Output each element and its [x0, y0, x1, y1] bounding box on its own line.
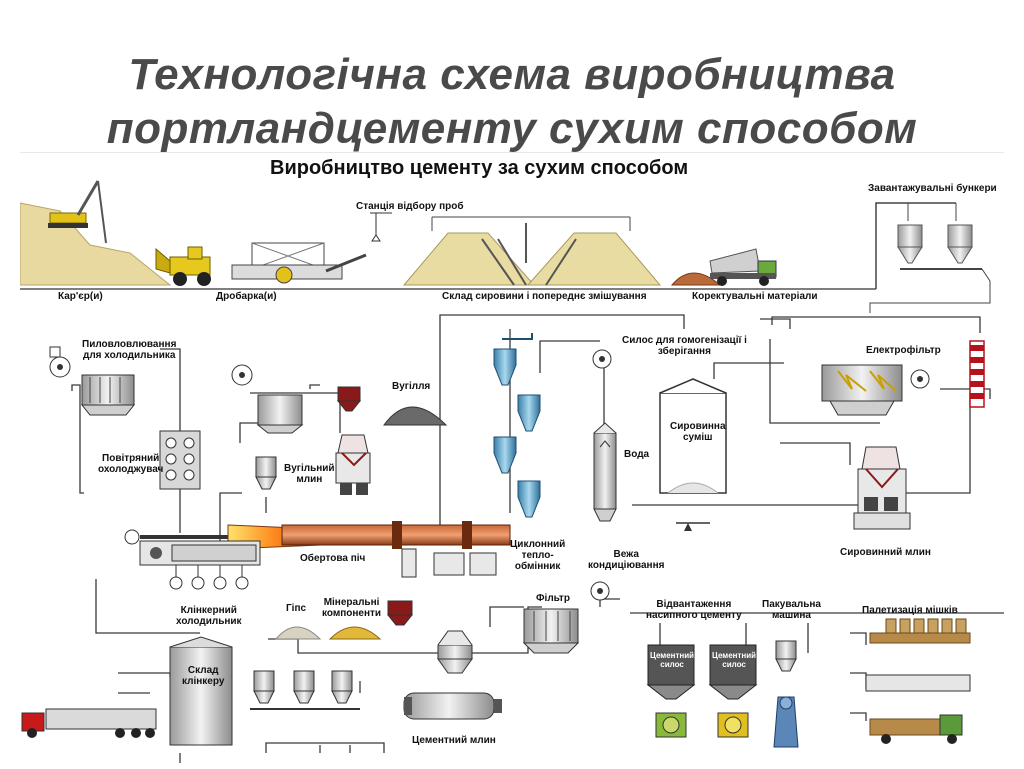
- label-clinker-store-line-1: Склад: [187, 665, 219, 676]
- label-packing-machine: Пакувальна машина: [762, 599, 821, 621]
- slide-title-line-1: Технологічна схема виробництва: [128, 50, 896, 99]
- label-homog-silo-line-1: Силос для гомогенізації і: [622, 335, 747, 346]
- label-cement-mill: Цементний млин: [412, 735, 496, 746]
- label-conditioning-line-1: Вежа: [613, 549, 639, 560]
- label-raw-mill: Сировинний млин: [840, 547, 931, 558]
- label-cement-silo-a-line-1: Цементний: [650, 651, 695, 660]
- conditioning-tower: [592, 349, 617, 522]
- label-cement-silo-a: Цементний силос: [650, 651, 694, 669]
- label-gypsum: Гіпс: [286, 603, 307, 614]
- label-clinker-storage: Склад клінкеру: [182, 665, 224, 687]
- label-packing-line-2: машина: [772, 610, 811, 621]
- label-coal-mill-line-2: млин: [296, 474, 323, 485]
- label-homog-silo-line-2: зберігання: [657, 346, 711, 357]
- label-bulk-shipment: Відвантаження насипного цементу: [646, 599, 742, 621]
- label-conditioning-line-2: кондиціювання: [588, 560, 665, 571]
- label-raw-mix: Сировинна суміш: [670, 421, 726, 443]
- label-dust-capture: Пиловловлювання для холодильника: [82, 339, 176, 361]
- label-rotary-kiln: Обертова піч: [300, 553, 366, 564]
- label-raw-storage: Склад сировини і попереднє змішування: [442, 291, 647, 302]
- slide-title: Технологічна схема виробництва портландц…: [0, 48, 1024, 156]
- quarry-scene: [20, 180, 367, 286]
- raw-storage-scene: [370, 212, 777, 286]
- label-clinker-store-line-2: клінкеру: [182, 676, 225, 687]
- slide-title-line-2: портландцементу сухим способом: [106, 104, 918, 153]
- diagram-title: Виробництво цементу за сухим способом: [270, 157, 689, 179]
- additives-section: [250, 600, 414, 710]
- label-mineral-line-2: компоненти: [322, 608, 382, 619]
- label-clinker-cooler-line-1: Клінкерний: [180, 605, 237, 616]
- label-quarry: Кар'єр(и): [58, 291, 103, 302]
- label-mineral-line-1: Мінеральні: [323, 597, 380, 608]
- label-bulk-ship-line-1: Відвантаження: [656, 599, 732, 610]
- label-cyclone-exchanger: Циклонний тепло- обмінник: [510, 539, 565, 572]
- label-air-cooler-line-1: Повітряний: [102, 453, 160, 464]
- packing-machine: [773, 640, 799, 748]
- label-dust-capture-line-1: Пиловловлювання: [82, 339, 177, 350]
- cyclone-preheater: [493, 333, 541, 518]
- dump-truck-icon: [709, 248, 777, 286]
- label-cement-silo-b: Цементний силос: [712, 651, 756, 669]
- label-cement-silo-a-line-2: силос: [660, 660, 684, 669]
- label-water: Вода: [624, 449, 650, 460]
- label-raw-mix-line-2: суміш: [683, 432, 713, 443]
- palletizing-section: [865, 618, 971, 744]
- label-conditioning-tower: Вежа кондиціювання: [588, 549, 664, 571]
- label-coal-mill-line-1: Вугільний: [284, 463, 335, 474]
- label-clinker-cooler: Клінкерний холодильник: [176, 605, 242, 627]
- process-diagram-graphics: [20, 180, 1004, 763]
- raw-mill: [853, 446, 911, 530]
- raw-mix-silo: [659, 378, 727, 531]
- air-cooler-heat-exchanger: [159, 430, 201, 490]
- label-bulk-ship-line-2: насипного цементу: [646, 610, 742, 621]
- rotary-kiln: [124, 521, 511, 578]
- label-palletizing: Палетизація мішків: [862, 605, 958, 616]
- label-dust-capture-line-2: для холодильника: [82, 350, 176, 361]
- wheel-loader-icon: [155, 246, 211, 286]
- process-diagram: Виробництво цементу за сухим способом Ка…: [20, 152, 1004, 769]
- drill-rig-icon: [48, 180, 107, 244]
- cooler-dust-filter: [49, 346, 136, 416]
- label-packing-line-1: Пакувальна: [762, 599, 821, 610]
- label-coal: Вугілля: [392, 381, 431, 392]
- label-clinker-cooler-line-2: холодильник: [176, 616, 242, 627]
- cement-silos: [646, 644, 758, 738]
- label-raw-mix-line-1: Сировинна: [670, 421, 726, 432]
- pipe-network: [71, 314, 1004, 763]
- label-cement-silo-b-line-2: силос: [722, 660, 746, 669]
- cement-mill-section: [403, 581, 610, 720]
- label-corrective-materials: Коректувальні матеріали: [692, 291, 818, 302]
- clinker-cooler: [139, 540, 261, 590]
- label-homogenization-silo: Силос для гомогенізації і зберігання: [622, 335, 747, 357]
- label-electrofilter: Електрофільтр: [866, 345, 941, 356]
- loading-bunkers: [869, 202, 991, 313]
- electrofilter: [821, 340, 985, 416]
- clinker-storage: [169, 636, 233, 746]
- crusher-machine-icon: [231, 242, 367, 284]
- label-mineral-components: Мінеральні компоненти: [322, 597, 381, 619]
- label-crusher: Дробарка(и): [216, 291, 277, 302]
- clinker-truck-icon: [21, 708, 157, 738]
- label-sampling-station: Станція відбору проб: [356, 201, 464, 212]
- coal-section: [231, 364, 448, 495]
- label-cement-silo-b-line-1: Цементний: [712, 651, 757, 660]
- label-air-cooler-line-2: охолоджувач: [98, 464, 164, 475]
- label-cyclone-line-1: Циклонний: [510, 539, 566, 550]
- coal-mill-icon: [335, 434, 371, 495]
- label-loading-bunkers: Завантажувальні бункери: [868, 183, 997, 194]
- label-filter: Фільтр: [536, 593, 570, 604]
- label-cyclone-line-3: обмінник: [514, 561, 561, 572]
- label-cyclone-line-2: тепло-: [521, 550, 554, 561]
- label-coal-mill: Вугільний млин: [284, 463, 335, 485]
- label-air-cooler: Повітряний охолоджувач: [98, 453, 163, 475]
